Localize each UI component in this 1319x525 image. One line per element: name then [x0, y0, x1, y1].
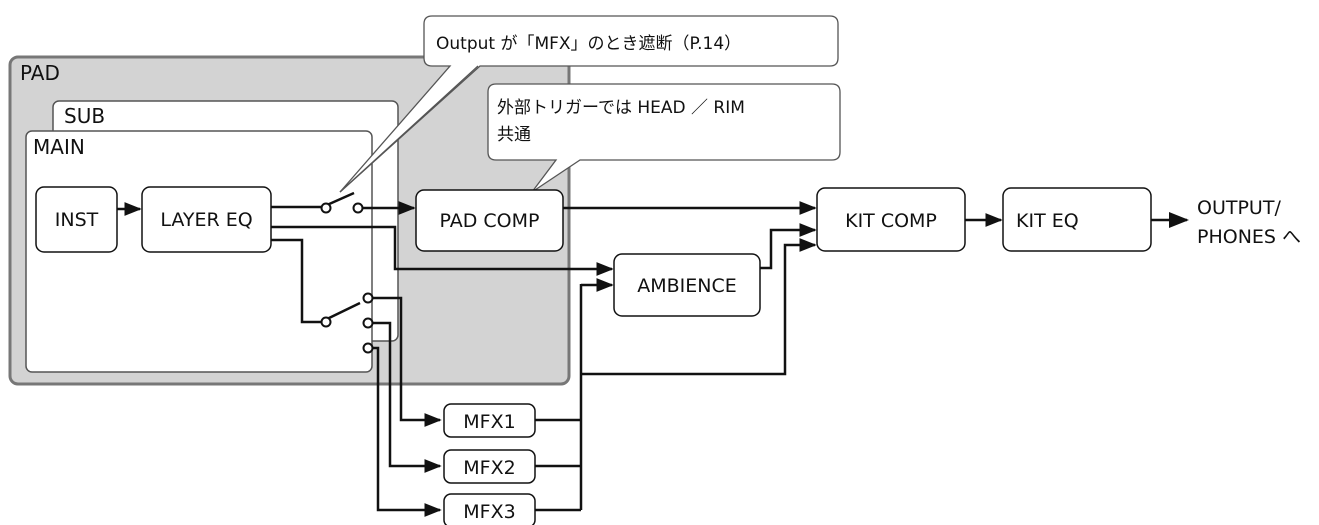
layer-eq-block: LAYER EQ [141, 186, 272, 253]
switch2-out1-node [362, 292, 374, 304]
inst-block: INST [35, 186, 118, 253]
sub-group-label: SUB [64, 104, 105, 128]
switch1-output-node [352, 202, 364, 214]
callout-trigger-note [487, 83, 841, 193]
signal-wires [117, 191, 1189, 517]
svg-text:INST: INST [55, 209, 99, 231]
svg-text:MFX1: MFX1 [463, 411, 515, 433]
kit-comp-block: KIT COMP [816, 187, 966, 252]
switch2-input-node [320, 316, 332, 328]
pad-comp-block: PAD COMP [415, 189, 564, 252]
output-label-line2: PHONES へ [1197, 226, 1301, 248]
svg-text:MFX3: MFX3 [463, 501, 515, 523]
switch-nodes [320, 202, 374, 354]
kit-eq-block: KIT EQ [1002, 187, 1152, 252]
output-label-line1: OUTPUT/ [1197, 197, 1281, 219]
mfx2-block: MFX2 [443, 449, 536, 484]
svg-text:LAYER EQ: LAYER EQ [160, 209, 252, 231]
mfx1-block: MFX1 [443, 403, 536, 438]
switch1-input-node [320, 202, 332, 214]
main-group-label: MAIN [33, 135, 85, 159]
pad-group-label: PAD [20, 61, 60, 85]
svg-text:AMBIENCE: AMBIENCE [637, 275, 737, 297]
callout-mfx-note-text: Output が「MFX」のとき遮断（P.14） [436, 34, 741, 54]
callout-trigger-note-line1: 外部トリガーでは HEAD ／ RIM [497, 98, 745, 118]
callout-mfx-note [339, 15, 839, 193]
callout-trigger-note-line2: 共通 [497, 125, 531, 145]
svg-text:KIT EQ: KIT EQ [1016, 210, 1079, 232]
ambience-block: AMBIENCE [613, 253, 761, 317]
switch2-out3-node [362, 342, 374, 354]
svg-text:KIT COMP: KIT COMP [845, 210, 937, 232]
svg-text:MFX2: MFX2 [463, 457, 515, 479]
switch2-out2-node [362, 317, 374, 329]
svg-text:PAD COMP: PAD COMP [440, 210, 540, 232]
mfx3-block: MFX3 [443, 493, 536, 525]
